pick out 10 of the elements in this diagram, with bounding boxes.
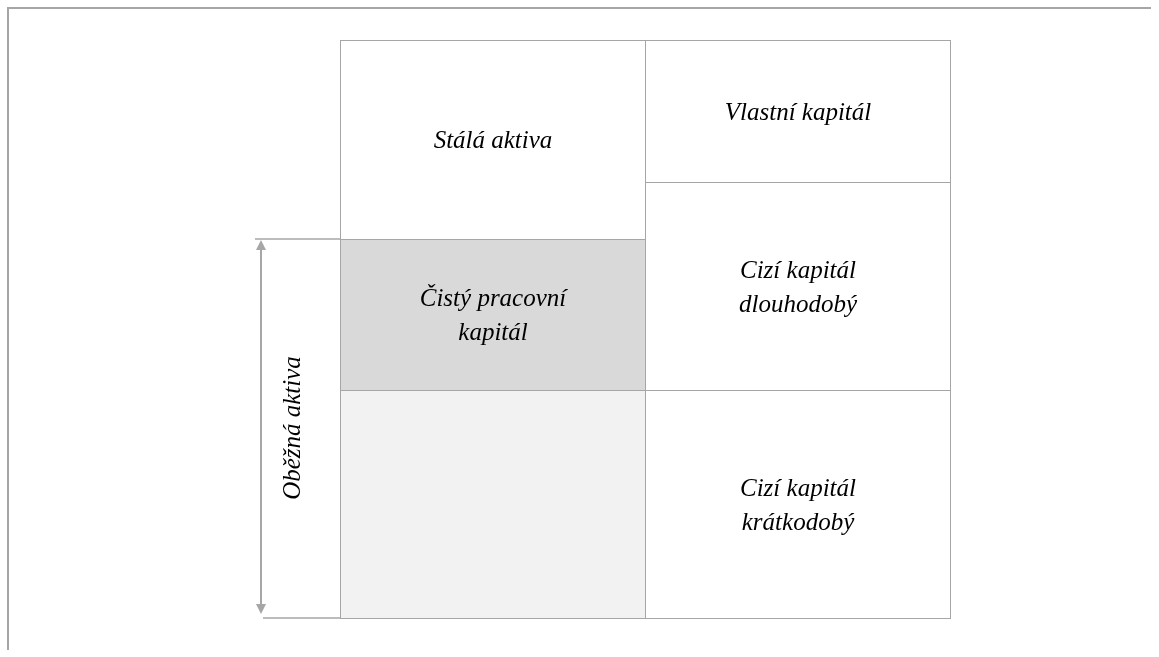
table-cell	[340, 239, 646, 391]
table-cell	[645, 390, 951, 619]
table-cell	[645, 40, 951, 183]
table-cell	[340, 40, 646, 240]
cell-text: Cizí kapitál dlouhodobý	[737, 254, 858, 319]
dimension-label: Oběžná aktiva	[277, 356, 306, 500]
cell-text: Cizí kapitál krátkodobý	[739, 472, 857, 537]
cell-text: Čistý pracovní kapitál	[418, 283, 569, 347]
cell-text: Stálá aktiva	[432, 125, 554, 155]
cell-text: Vlastní kapitál	[723, 96, 873, 127]
